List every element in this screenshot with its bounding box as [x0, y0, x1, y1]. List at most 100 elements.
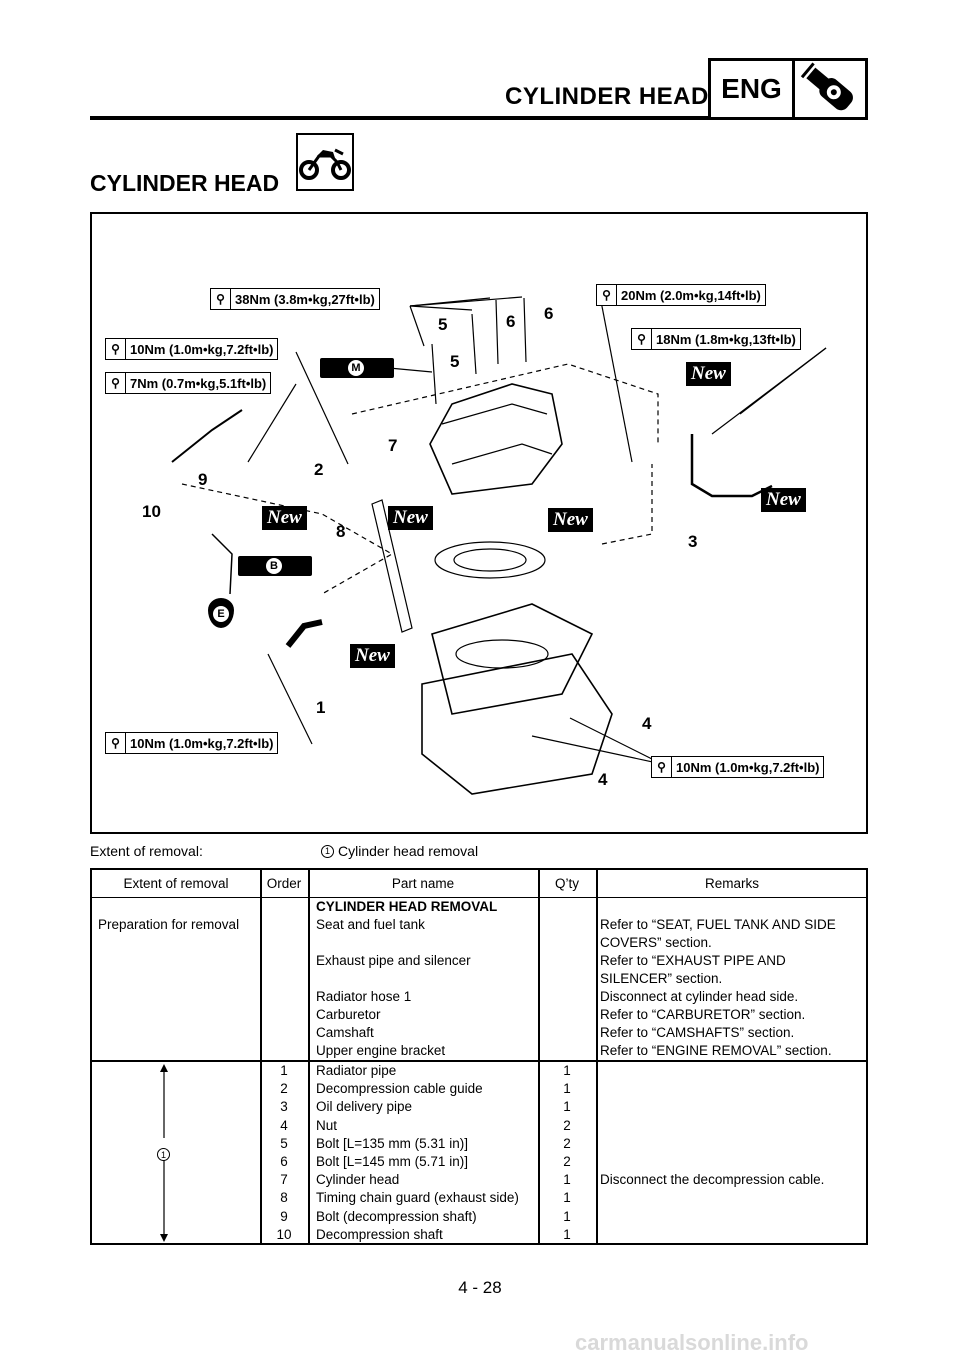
- callout-4: 4: [598, 770, 608, 789]
- prep-part: Radiator hose 1: [316, 989, 412, 1004]
- col-extent: Extent of removal: [123, 876, 229, 891]
- torque-wrench-icon: ⚲: [106, 733, 126, 753]
- motorcycle-icon: [299, 148, 351, 180]
- row-order: 2: [280, 1081, 288, 1097]
- torque-label-nut: ⚲10Nm (1.0m•kg,7.2ft•lb): [651, 756, 825, 778]
- eng-badge: ENG: [708, 58, 868, 120]
- row-part-name: Radiator pipe: [316, 1063, 397, 1078]
- prep-remark: SILENCER” section.: [600, 971, 723, 986]
- row-order: 4: [280, 1117, 288, 1133]
- extent-range-arrow: [160, 1064, 168, 1242]
- prep-extent: Preparation for removal: [98, 917, 240, 932]
- callout-8: 8: [336, 522, 346, 541]
- torque-wrench-icon: ⚲: [652, 757, 672, 777]
- prep-remark: Refer to “CARBURETOR” section.: [600, 1007, 806, 1022]
- torque-label-head-bolts: ⚲38Nm (3.8m•kg,27ft•lb): [210, 288, 380, 310]
- new-part-tag: New: [350, 644, 395, 668]
- table-section-title: CYLINDER HEAD REMOVAL: [316, 899, 498, 914]
- prep-remark: Refer to “SEAT, FUEL TANK AND SIDE: [600, 917, 836, 932]
- new-part-tag: New: [262, 506, 307, 530]
- callout-1: 1: [316, 698, 326, 717]
- row-qty: 1: [563, 1172, 571, 1188]
- row-qty: 1: [563, 1190, 571, 1206]
- torque-wrench-icon: ⚲: [106, 373, 126, 393]
- row-part-name: Bolt (decompression shaft): [316, 1208, 477, 1224]
- callout-9: 9: [198, 470, 208, 489]
- prep-remark: Refer to “EXHAUST PIPE AND: [600, 953, 786, 968]
- torque-label-cable-guide: ⚲10Nm (1.0m•kg,7.2ft•lb): [105, 338, 279, 360]
- grease-icon: B: [238, 556, 312, 576]
- row-order: 8: [280, 1190, 288, 1206]
- torque-label-decomp-bolt: ⚲7Nm (0.7m•kg,5.1ft•lb): [105, 372, 272, 394]
- row-qty: 1: [563, 1226, 571, 1242]
- row-remark: Disconnect the decompression cable.: [600, 1172, 825, 1188]
- prep-remark: Disconnect at cylinder head side.: [600, 989, 799, 1004]
- prep-part: Camshaft: [316, 1025, 374, 1040]
- prep-part: Exhaust pipe and silencer: [316, 953, 471, 968]
- row-qty: 1: [563, 1099, 571, 1115]
- row-order: 3: [280, 1099, 288, 1115]
- engine-exploded-drawing: [171, 295, 827, 795]
- prep-remark: Refer to “CAMSHAFTS” section.: [600, 1025, 795, 1040]
- prep-remark: Refer to “ENGINE REMOVAL” section.: [600, 1043, 832, 1058]
- row-qty: 1: [563, 1208, 571, 1224]
- page-number: 4 - 28: [458, 1278, 502, 1297]
- torque-wrench-icon: ⚲: [211, 289, 231, 309]
- header-rule: [90, 116, 708, 120]
- row-part-name: Decompression shaft: [316, 1226, 443, 1242]
- engine-wrench-icon: [795, 61, 865, 117]
- motorcycle-icon-box: [296, 133, 354, 191]
- row-part-name: Bolt [L=135 mm (5.31 in)]: [316, 1135, 468, 1151]
- torque-label-union-bolt: ⚲18Nm (1.8m•kg,13ft•lb): [631, 328, 801, 350]
- table-header: Extent of removal Order Part name Q’ty R…: [92, 870, 866, 898]
- row-qty: 2: [563, 1135, 571, 1151]
- row-order: 1: [280, 1063, 288, 1078]
- callout-10: 10: [142, 502, 161, 521]
- callout-7: 7: [388, 436, 398, 455]
- callout-3: 3: [688, 532, 698, 551]
- extent-marker: 1: [157, 1148, 170, 1161]
- molybdenum-oil-icon: M: [320, 358, 394, 378]
- new-part-tag: New: [761, 488, 806, 512]
- row-part-name: Nut: [316, 1117, 338, 1133]
- watermark: carmanualsonline.info: [575, 1330, 809, 1355]
- row-part-name: Oil delivery pipe: [316, 1099, 413, 1115]
- row-part-name: Timing chain guard (exhaust side): [316, 1190, 519, 1206]
- row-part-name: Decompression cable guide: [316, 1081, 483, 1097]
- engine-oil-icon: E: [208, 598, 234, 628]
- removal-table: Extent of removal Order Part name Q’ty R…: [90, 868, 868, 1245]
- row-part-name: Bolt [L=145 mm (5.71 in)]: [316, 1154, 468, 1169]
- extent-value: 1 Cylinder head removal: [321, 843, 478, 859]
- section-title: CYLINDER HEAD: [90, 170, 280, 196]
- prep-part: Carburetor: [316, 1007, 381, 1022]
- callout-5: 5: [450, 352, 460, 371]
- extent-label: Extent of removal:: [90, 843, 203, 859]
- header-title: CYLINDER HEAD: [505, 83, 709, 110]
- row-qty: 2: [563, 1154, 571, 1169]
- prep-remark: COVERS” section.: [600, 935, 712, 950]
- col-order: Order: [266, 876, 302, 891]
- torque-wrench-icon: ⚲: [632, 329, 652, 349]
- col-qty: Q’ty: [554, 876, 579, 891]
- torque-label-radiator-pipe: ⚲10Nm (1.0m•kg,7.2ft•lb): [105, 732, 279, 754]
- torque-wrench-icon: ⚲: [597, 285, 617, 305]
- prep-part: Upper engine bracket: [316, 1043, 446, 1058]
- col-remarks: Remarks: [704, 876, 759, 891]
- callout-4: 4: [642, 714, 652, 733]
- row-order: 5: [280, 1135, 288, 1151]
- row-qty: 1: [563, 1081, 571, 1097]
- row-qty: 1: [563, 1063, 571, 1078]
- callout-2: 2: [314, 460, 324, 479]
- callout-5: 5: [438, 315, 448, 334]
- row-order: 9: [280, 1208, 288, 1224]
- col-part-name: Part name: [391, 876, 455, 891]
- torque-label-oil-delivery: ⚲20Nm (2.0m•kg,14ft•lb): [596, 284, 766, 306]
- new-part-tag: New: [686, 362, 731, 386]
- eng-label: ENG: [711, 61, 795, 117]
- row-part-name: Cylinder head: [316, 1172, 400, 1188]
- row-order: 6: [280, 1154, 288, 1169]
- row-order: 10: [276, 1226, 292, 1242]
- callout-6: 6: [506, 312, 516, 331]
- row-qty: 2: [563, 1117, 571, 1133]
- row-order: 7: [280, 1172, 288, 1188]
